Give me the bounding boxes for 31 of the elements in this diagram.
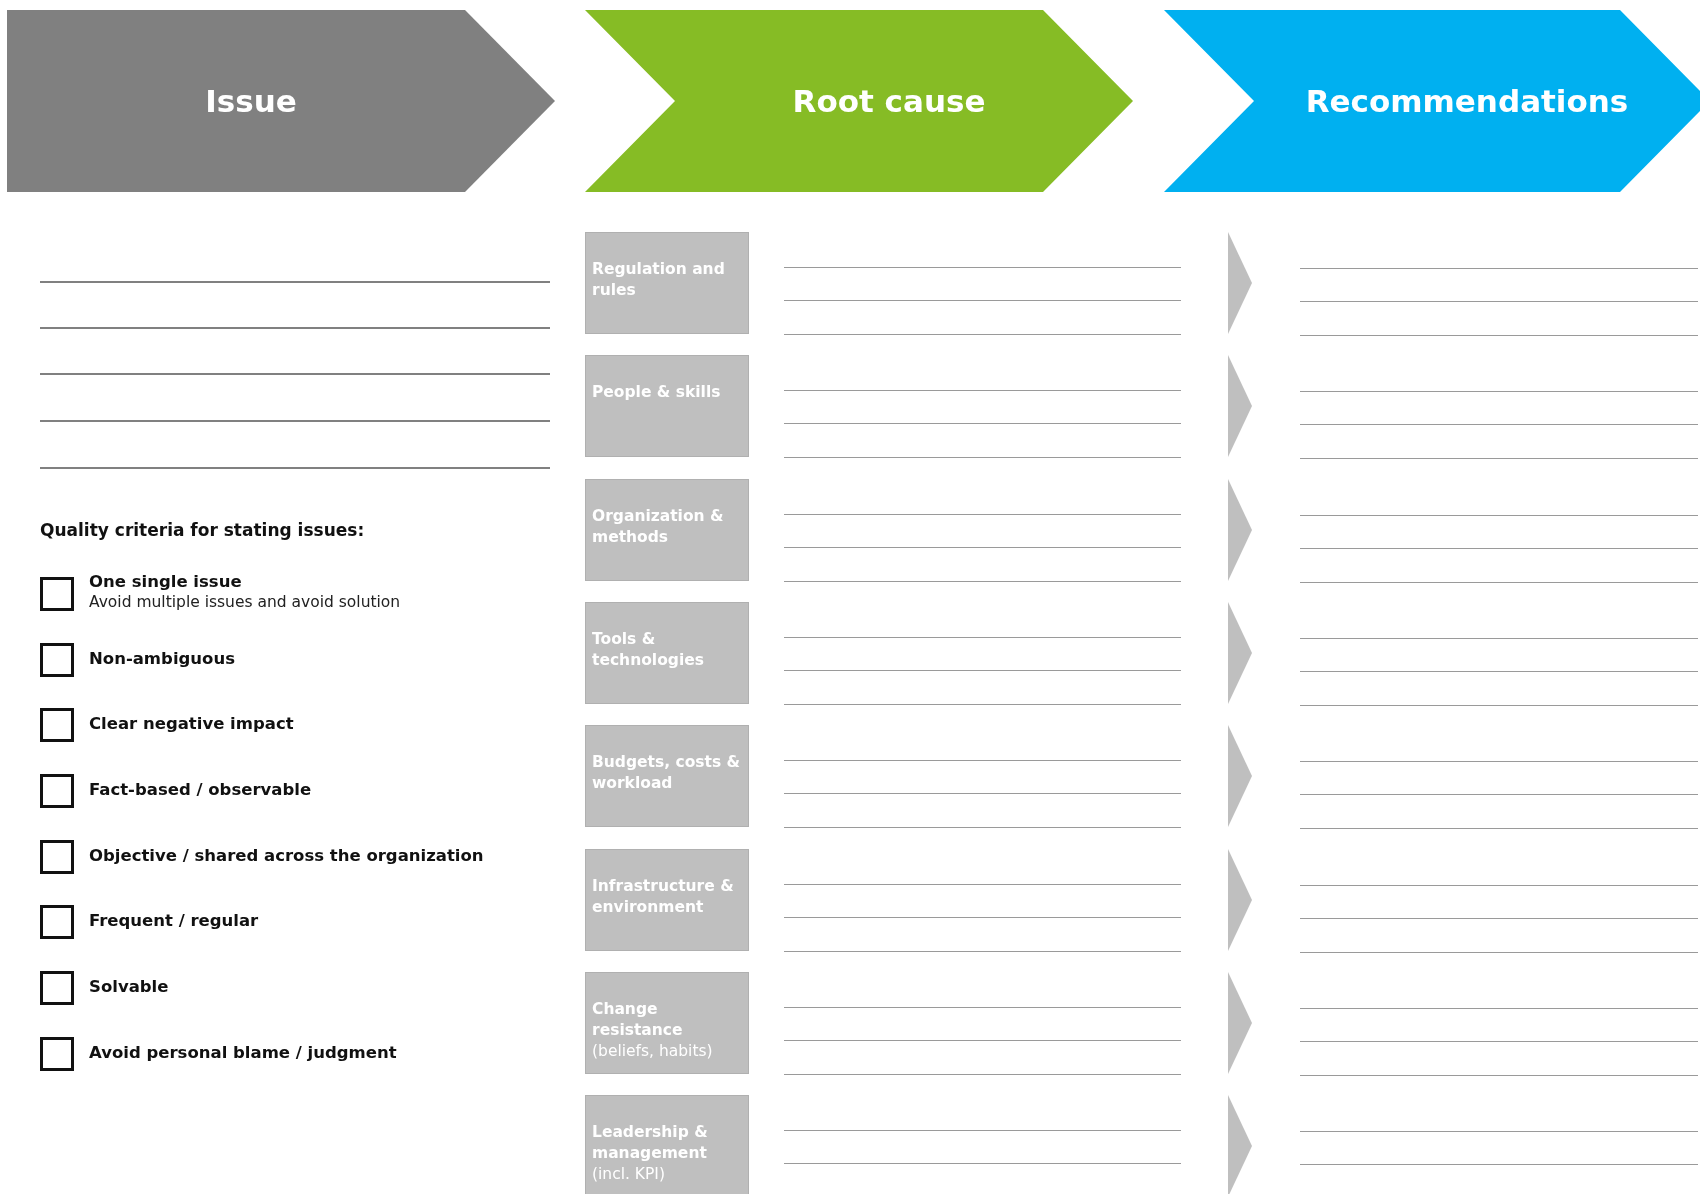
category-label: Organization & methods xyxy=(592,505,725,548)
category-label: Infrastructure & environment xyxy=(592,875,735,918)
category-box xyxy=(585,848,749,951)
category-box xyxy=(585,971,749,1074)
category-label: Leadership & management xyxy=(592,1122,709,1165)
category-box xyxy=(585,355,749,458)
category-label: (beliefs, habits) xyxy=(592,1040,713,1062)
criterion-label: Solvable xyxy=(89,977,169,996)
criteria-heading: Quality criteria for stating issues: xyxy=(40,520,365,540)
category-label: (incl. KPI) xyxy=(592,1164,665,1186)
category-box xyxy=(585,601,749,704)
category-label: Change resistance xyxy=(592,998,684,1041)
category-label: Tools & technologies xyxy=(592,628,705,671)
criterion-label: Avoid personal blame / judgment xyxy=(89,1043,397,1062)
category-box xyxy=(585,232,749,334)
criterion-note: Avoid multiple issues and avoid solution xyxy=(89,593,401,611)
criterion-label: Non-ambiguous xyxy=(89,649,235,668)
criterion-label: Objective / shared across the organization xyxy=(89,846,484,865)
category-label: Regulation and rules xyxy=(592,259,726,301)
criterion-label: Clear negative impact xyxy=(89,714,294,733)
category-box xyxy=(585,478,749,581)
category-label: Budgets, costs & workload xyxy=(592,752,742,795)
criterion-label: Frequent / regular xyxy=(89,911,259,930)
category-label: People & skills xyxy=(592,382,721,404)
criterion-label: One single issue xyxy=(89,572,242,591)
stage-title: Root cause xyxy=(792,83,986,119)
category-box xyxy=(585,725,749,828)
category-box xyxy=(585,1095,749,1194)
stage-title: Recommendations xyxy=(1305,83,1629,119)
criterion-label: Fact-based / observable xyxy=(89,780,312,799)
stage-title: Issue xyxy=(205,83,297,119)
